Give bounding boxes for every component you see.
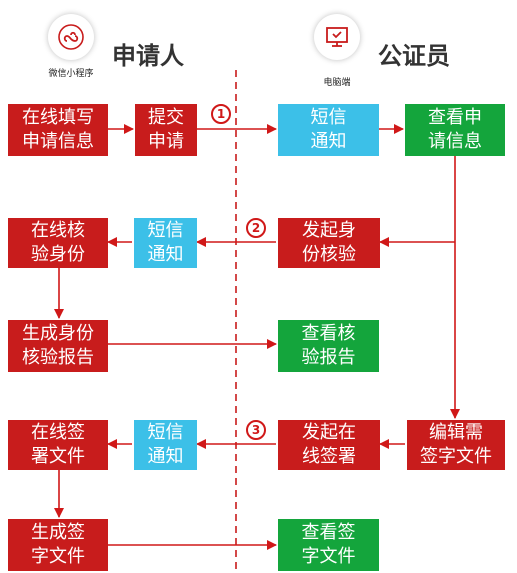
node-sms-notice-3: 短信 通知 [134,420,197,470]
node-view-signed-documents: 查看签 字文件 [278,519,379,571]
node-start-online-signing: 发起在 线签署 [278,420,380,470]
node-fill-application-info: 在线填写 申请信息 [8,104,108,156]
node-submit-application: 提交 申请 [135,104,197,156]
applicant-icon-caption: 微信小程序 [48,69,94,79]
node-sms-notice-1: 短信 通知 [278,104,379,156]
node-edit-signing-documents: 编辑需 签字文件 [407,420,505,470]
notary-title: 公证员 [378,42,450,70]
mini-program-icon [48,14,94,60]
node-sms-notice-2: 短信 通知 [134,218,197,268]
node-sign-documents-online: 在线签 署文件 [8,420,108,470]
step-badge-3: 3 [246,420,266,440]
applicant-title: 申请人 [112,42,184,70]
node-view-application-info: 查看申 请信息 [405,104,505,156]
notary-icon-caption: 电脑端 [323,78,351,88]
step-badge-2: 2 [246,218,266,238]
node-generate-verification-report: 生成身份 核验报告 [8,320,108,372]
node-verify-identity-online: 在线核 验身份 [8,218,108,268]
node-generate-signed-documents: 生成签 字文件 [8,519,108,571]
node-start-identity-verification: 发起身 份核验 [278,218,380,268]
node-view-verification-report: 查看核 验报告 [278,320,379,372]
step-badge-1: 1 [211,104,231,124]
monitor-icon [314,14,360,60]
